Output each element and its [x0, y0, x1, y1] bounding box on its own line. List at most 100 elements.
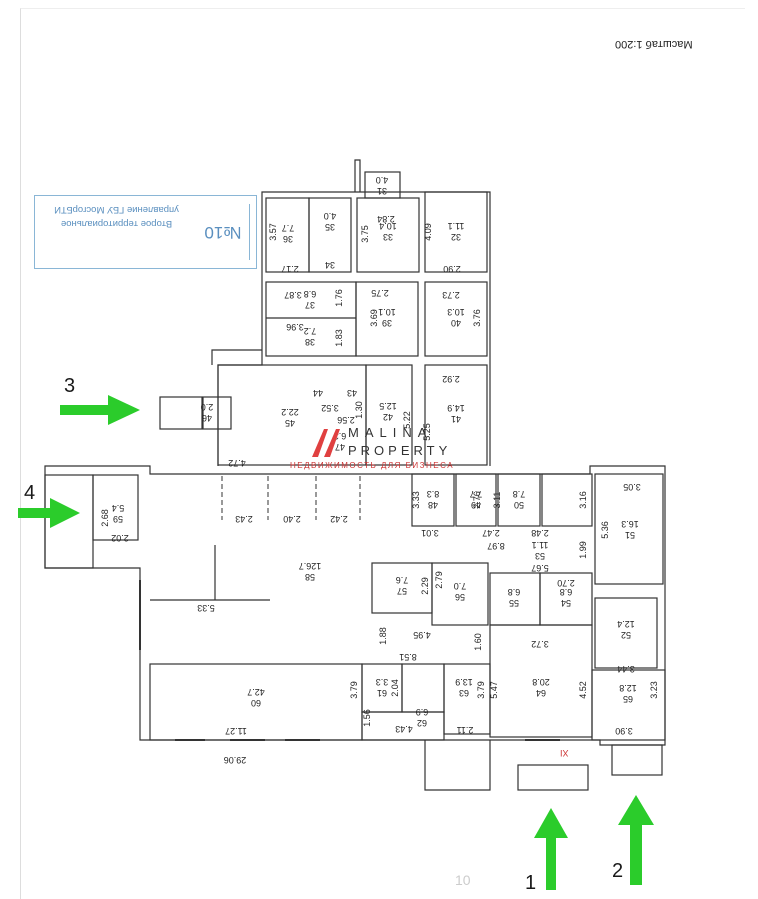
room-59: 595.4 — [112, 503, 125, 524]
logo-line1: MALINA — [348, 425, 433, 440]
room-area: 12.4 — [617, 619, 635, 629]
dimension-label: 5.67 — [531, 563, 549, 573]
bti-stamp: Второе территориальное управление ГБУ Мо… — [34, 195, 257, 269]
dimension-label: 1.99 — [578, 541, 588, 559]
logo-line2: PROPERTY — [348, 443, 452, 458]
dimension-label: 2.84 — [377, 214, 395, 224]
room-number: 47 — [335, 442, 345, 452]
room-area: 42.7 — [247, 687, 265, 697]
corner-mark: 10 — [455, 872, 471, 888]
dimension-label: 5.33 — [197, 603, 215, 613]
room-number: 39 — [382, 318, 392, 328]
room-area: 8.3 — [427, 489, 440, 499]
dimension-label: 3.87 — [284, 290, 302, 300]
sheet-mark: XI — [560, 748, 569, 758]
dimension-label: 3.75 — [360, 225, 370, 243]
dimension-label: 3.96 — [286, 322, 304, 332]
entrance-3-label: 3 — [64, 375, 76, 397]
room-48: 488.3 — [427, 489, 440, 510]
room-area: 126.7 — [299, 561, 322, 571]
room-number: 44 — [313, 388, 323, 398]
room-area: 14.9 — [447, 403, 465, 413]
room-number: 52 — [621, 630, 631, 640]
dimension-label: 2.70 — [557, 578, 575, 588]
room-area: 4.0 — [324, 211, 337, 221]
room-area: 6.8 — [304, 289, 317, 299]
dimension-label: 3.01 — [421, 528, 439, 538]
room-number: 31 — [377, 186, 387, 196]
dimension-label: 1.56 — [362, 709, 372, 727]
room-number: 53 — [535, 551, 545, 561]
plan-sheet — [20, 8, 745, 899]
room-area: 4.0 — [376, 175, 389, 185]
entrance-3-arrow — [60, 395, 140, 425]
dimension-label: 2.68 — [100, 509, 110, 527]
room-31: 314.0 — [376, 175, 389, 196]
dimension-label: 3.11 — [492, 492, 502, 509]
room-number: 33 — [383, 232, 393, 242]
dimension-label: 4.72 — [228, 458, 246, 468]
room-number: 58 — [305, 572, 315, 582]
room-area: 10.4 — [379, 221, 397, 231]
room-area: 11.1 — [532, 540, 549, 550]
dimension-label: 2.43 — [235, 514, 253, 524]
dimension-label: 1.30 — [354, 401, 364, 419]
dimension-label: 8.51 — [399, 652, 417, 662]
dimension-label: 2.47 — [482, 528, 500, 538]
room-number: 55 — [509, 598, 519, 608]
room-number: 36 — [283, 234, 293, 244]
room-area: 3.3 — [376, 677, 389, 687]
room-number: 37 — [305, 300, 315, 310]
dimension-label: 4.09 — [423, 223, 433, 241]
room-number: 49 — [471, 500, 481, 510]
room-number: 40 — [451, 318, 461, 328]
entrance-1-arrow — [534, 808, 568, 890]
dimension-label: 1.88 — [378, 627, 388, 645]
room-area: 5.4 — [112, 503, 125, 513]
room-61: 613.3 — [376, 677, 389, 698]
room-area: 7.0 — [454, 581, 467, 591]
watermark-logo: MALINA PROPERTY НЕДВИЖИМОСТЬ ДЛЯ БИЗНЕСА — [290, 425, 480, 475]
room-area: 22.2 — [281, 407, 299, 417]
room-55: 556.8 — [508, 587, 521, 608]
dimension-label: 2.75 — [371, 288, 389, 298]
dimension-label: 2.42 — [330, 514, 348, 524]
dimension-label: 3.57 — [268, 223, 278, 241]
room-54: 546.8 — [560, 587, 573, 608]
dimension-label: 3.16 — [578, 491, 588, 509]
entrance-arrows — [18, 395, 654, 890]
room-35: 354.0 — [324, 211, 337, 232]
room-area: 12.5 — [379, 401, 397, 411]
room-area: 6.8 — [560, 587, 573, 597]
dimension-label: 2.40 — [283, 514, 301, 524]
dimension-label: 2.11 — [457, 725, 474, 735]
logo-mark-icon — [312, 429, 340, 457]
dimension-label: 3.52 — [321, 403, 339, 413]
room-area: 10.3 — [447, 307, 465, 317]
room-number: 50 — [514, 500, 524, 510]
room-number: 65 — [623, 694, 633, 704]
room-number: 62 — [417, 718, 427, 728]
room-area: 7.7 — [470, 489, 483, 499]
dimension-label: 29.06 — [224, 755, 247, 765]
room-43: 43 — [347, 388, 357, 398]
room-47: 476.3 — [334, 431, 347, 452]
dimension-label: 5.47 — [489, 681, 499, 699]
dimension-label: 2.17 — [281, 264, 299, 274]
entrance-2-arrow — [618, 795, 654, 885]
dimension-label: 5.22 — [402, 411, 412, 429]
room-area: 7.2 — [304, 326, 317, 336]
room-50: 507.8 — [513, 489, 526, 510]
room-area: 11.1 — [448, 221, 465, 231]
room-46: 462.0 — [201, 402, 214, 423]
dimension-label: 3.79 — [476, 681, 486, 699]
dimension-label: 3.44 — [617, 664, 635, 674]
